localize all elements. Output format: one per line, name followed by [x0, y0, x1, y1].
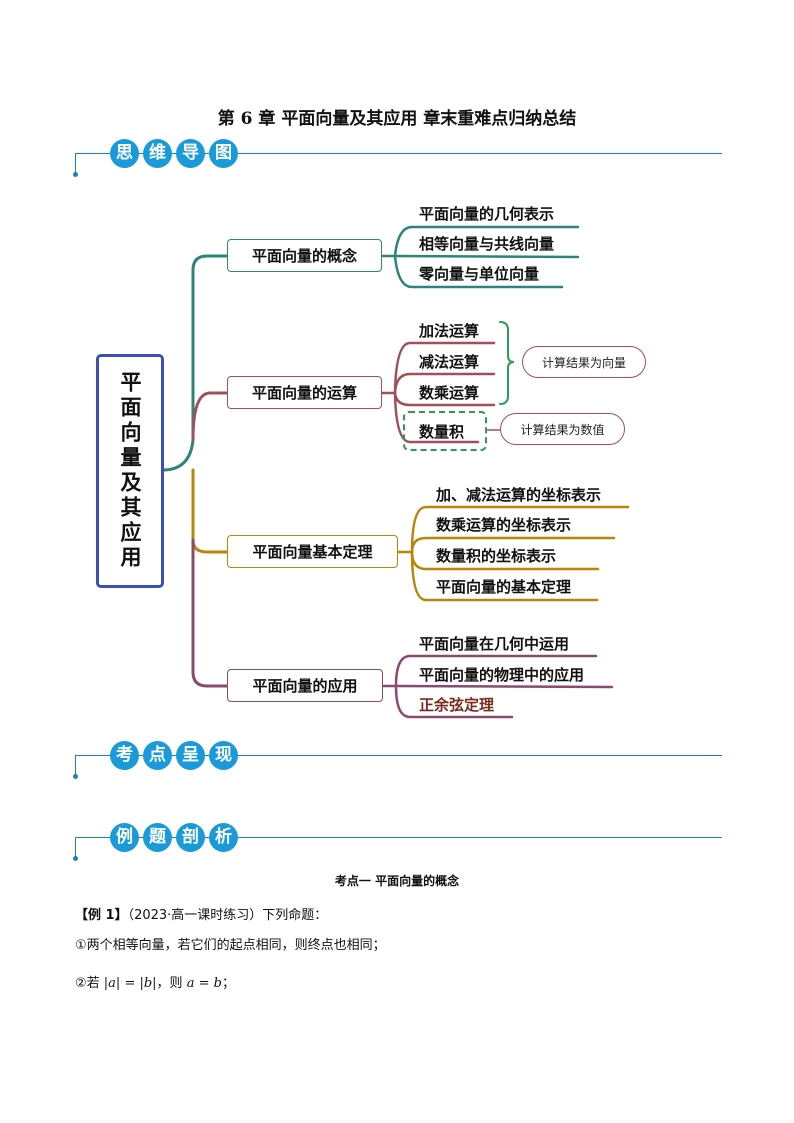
header-char: 维 [143, 139, 172, 168]
example-tag: 【例 1】 [75, 908, 128, 923]
leaf: 平面向量在几何中运用 [419, 635, 570, 653]
page-title: 第 6 章 平面向量及其应用 章末重难点归纳总结 [217, 109, 577, 129]
subheading: 考点一 平面向量的概念 [334, 874, 460, 888]
branch-concept: 平面向量的概念 [227, 239, 382, 272]
leaf: 零向量与单位向量 [419, 265, 540, 283]
leaf: 减法运算 [419, 353, 480, 371]
callout-vector-result: 计算结果为向量 [522, 346, 646, 378]
root-label: 平面向量及其应用 [118, 371, 143, 571]
header-char: 呈 [176, 741, 205, 770]
header-char: 题 [143, 823, 172, 852]
leaf: 平面向量的几何表示 [419, 205, 555, 223]
leaf: 数量积的坐标表示 [436, 547, 557, 565]
leaf: 平面向量的物理中的应用 [419, 666, 585, 684]
dashed-highlight [403, 411, 487, 451]
section-header-examples: 例 题 剖 析 [0, 823, 794, 877]
section-header-points: 考 点 呈 现 [0, 741, 794, 795]
callout-scalar-result: 计算结果为数值 [500, 413, 625, 445]
header-char: 图 [209, 139, 238, 168]
mindmap-root: 平面向量及其应用 [96, 354, 164, 588]
math-expr: |a| = |b| [103, 976, 157, 991]
header-char: 点 [143, 741, 172, 770]
leaf: 数量积 [419, 423, 465, 441]
header-char: 现 [209, 741, 238, 770]
item-text: ，则 [156, 976, 183, 991]
example-source: （2023·高一课时练习）下列命题： [127, 908, 328, 923]
header-char: 析 [209, 823, 238, 852]
example-1-header: 【例 1】（2023·高一课时练习）下列命题： [75, 904, 327, 923]
leaf: 加、减法运算的坐标表示 [436, 486, 602, 504]
leaf: 数乘运算 [419, 384, 480, 402]
header-char: 例 [110, 823, 139, 852]
branch-application: 平面向量的应用 [227, 669, 383, 702]
header-char: 导 [176, 139, 205, 168]
header-char: 思 [110, 139, 139, 168]
item-text: ； [221, 976, 235, 991]
leaf: 平面向量的基本定理 [436, 578, 572, 596]
section-header-mindmap: 思 维 导 图 [0, 139, 794, 193]
item-text: ②若 [75, 976, 100, 991]
example-item-2: ②若 |a| = |b|，则 a = b； [75, 972, 235, 991]
leaf: 数乘运算的坐标表示 [436, 516, 572, 534]
header-char: 剖 [176, 823, 205, 852]
leaf: 正余弦定理 [419, 696, 495, 714]
math-expr: a = b [186, 976, 222, 991]
header-char: 考 [110, 741, 139, 770]
leaf: 相等向量与共线向量 [419, 235, 555, 253]
branch-theorem: 平面向量基本定理 [227, 535, 398, 568]
leaf: 加法运算 [419, 322, 480, 340]
branch-operation: 平面向量的运算 [227, 376, 382, 409]
example-item-1: ①两个相等向量，若它们的起点相同，则终点也相同； [75, 938, 386, 953]
